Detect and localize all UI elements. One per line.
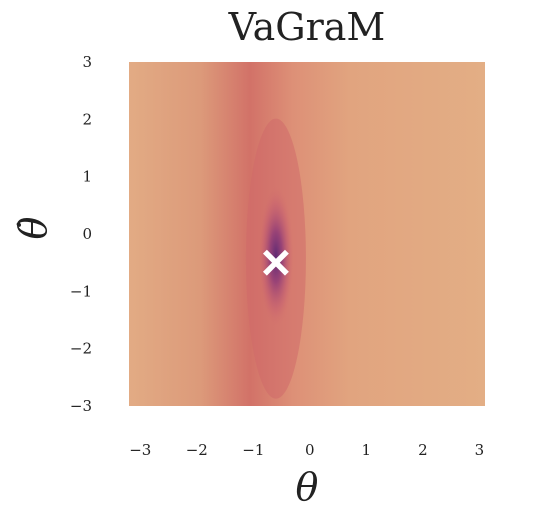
- x-tick-label: 0: [305, 441, 315, 459]
- x-tick-label: −2: [186, 441, 208, 459]
- x-axis-label: θ: [296, 465, 319, 509]
- heatmap-minimum-region: [257, 184, 294, 329]
- y-tick-label: 3: [82, 53, 92, 71]
- chart-title: VaGraM: [228, 5, 386, 49]
- y-tick-label: 2: [82, 110, 92, 128]
- y-tick-label: 1: [82, 168, 92, 186]
- y-tick-label: 0: [82, 225, 92, 243]
- marker-stroke-2: [262, 249, 289, 276]
- x-tick-label: −1: [242, 441, 264, 459]
- x-axis-ticks: −3 −2 −1 0 1 2 3: [129, 441, 484, 459]
- y-tick-label: −1: [70, 282, 92, 300]
- y-tick-label: −2: [70, 340, 92, 358]
- heatmap-background: [129, 62, 485, 406]
- x-tick-label: 1: [362, 441, 372, 459]
- y-axis-label: θ̇: [11, 216, 55, 239]
- y-tick-label: −3: [70, 397, 92, 415]
- plot-area: [129, 62, 485, 406]
- minimum-marker: [262, 249, 289, 276]
- y-axis-ticks: −3 −2 −1 0 1 2 3: [70, 53, 92, 415]
- x-tick-label: −3: [129, 441, 151, 459]
- x-tick-label: 2: [418, 441, 428, 459]
- x-tick-label: 3: [475, 441, 485, 459]
